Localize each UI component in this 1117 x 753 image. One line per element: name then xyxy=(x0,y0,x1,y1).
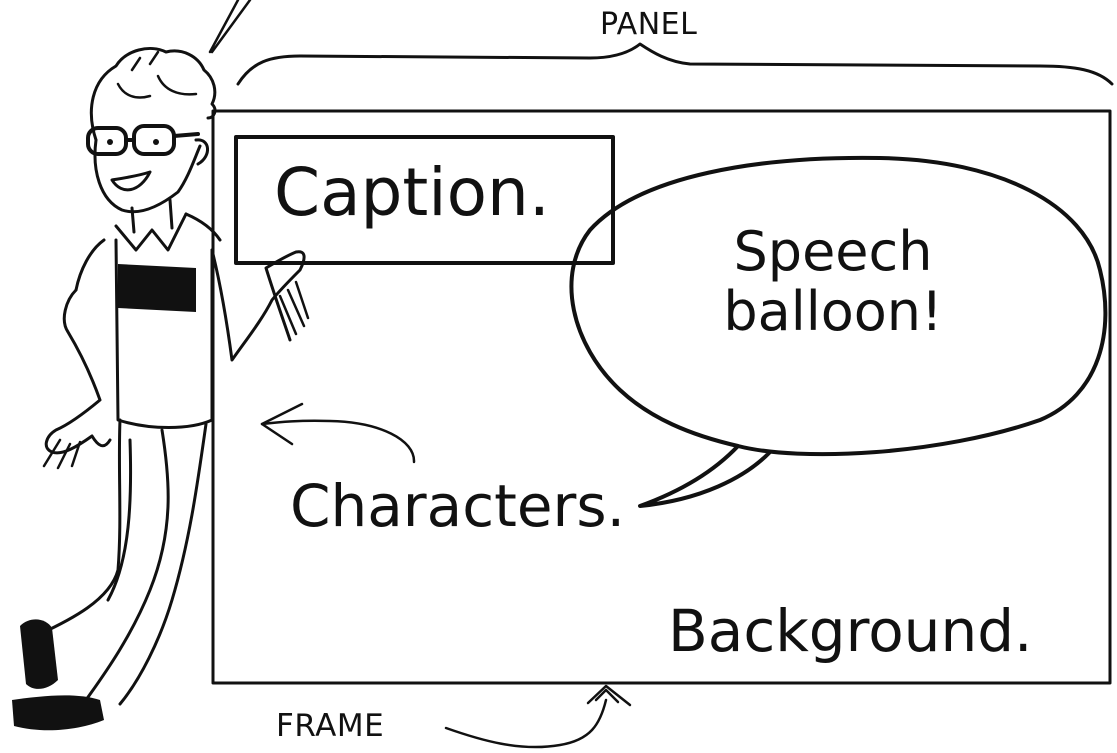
characters-arrow-head xyxy=(260,402,304,446)
frame-arrow-head xyxy=(586,684,632,707)
frame-arrow xyxy=(444,698,608,749)
characters-arrow xyxy=(260,419,416,464)
panel-label: PANEL xyxy=(600,7,698,42)
offscreen-balloon-tail xyxy=(208,0,252,54)
caption-box xyxy=(234,135,615,265)
caption-text: Caption. xyxy=(274,154,550,231)
background-label: Background. xyxy=(668,597,1033,665)
speech-balloon-text: Speech balloon! xyxy=(723,220,943,343)
panel-brace xyxy=(236,42,1114,86)
characters-label: Characters. xyxy=(290,472,626,540)
frame-label: FRAME xyxy=(276,708,385,744)
character-figure xyxy=(12,47,310,731)
speech-balloon-shape xyxy=(569,155,1108,508)
